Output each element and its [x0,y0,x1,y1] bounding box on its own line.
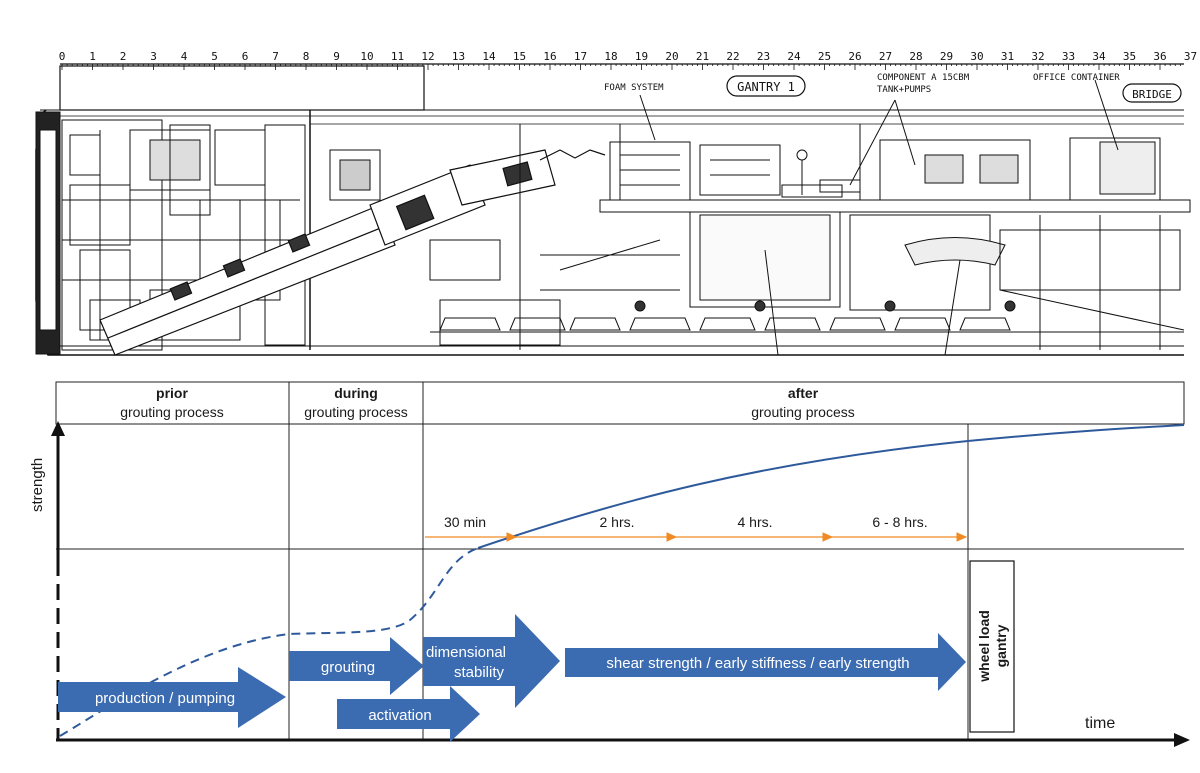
strength-curve-late [477,424,1185,549]
scale-tick-label: 23 [757,50,770,63]
bridge-badge [1122,83,1182,103]
scale-tick-label: 1 [89,50,96,63]
foam-system-label: FOAM SYSTEM [604,83,664,93]
scale-tick-label: 30 [970,50,983,63]
dimensional-stability-arrow [423,614,560,708]
scale-tick-label: 5 [211,50,218,63]
scale-tick-label: 36 [1153,50,1166,63]
scale-tick-label: 15 [513,50,526,63]
process-arrows: production / pumping grouting activation… [58,614,966,742]
scale-tick-label: 16 [543,50,556,63]
scale-tick-label: 3 [150,50,157,63]
activation-label: activation [368,707,431,724]
leader-lines [639,79,1119,186]
activation-arrow [337,686,480,742]
x-axis-arrowhead [1174,733,1190,747]
scale-tick-label: 13 [452,50,465,63]
scale-tick-label: 26 [848,50,861,63]
dimensional-label-line1: dimensional [426,644,506,661]
scale-tick-label: 33 [1062,50,1075,63]
scale-tick-label: 20 [665,50,678,63]
phase-prior-title: prior [156,385,188,401]
scale-tick-label: 19 [635,50,648,63]
scale-tick-label: 37 [1184,50,1197,63]
component-label-line2: TANK+PUMPS [877,85,931,95]
production-arrow [58,667,286,728]
scale-tick-label: 8 [303,50,310,63]
dimensional-label-line2: stability [454,664,505,681]
cutterhead-frame [59,65,425,111]
scale-tick-label: 14 [482,50,496,63]
process-diagram: prior grouting process during grouting p… [29,381,1190,747]
phase-during-title: during [334,385,378,401]
scale-tick-label: 9 [333,50,340,63]
scale-tick-label: 17 [574,50,587,63]
milestone-2hrs: 2 hrs. [599,514,634,530]
backup-machinery [329,124,1191,356]
phase-header [55,381,1185,425]
y-axis-arrowhead [51,421,65,436]
phase-prior-sub: grouting process [120,404,224,420]
grouting-label: grouting [321,659,375,676]
milestone-4hrs: 4 hrs. [737,514,772,530]
scale-tick-label: 27 [879,50,892,63]
grouting-arrow [289,637,424,695]
milestone-30min: 30 min [444,514,486,530]
scale-tick-label: 25 [818,50,831,63]
wheel-load-label-line2: gantry [993,624,1009,667]
scale-tick-label: 21 [696,50,709,63]
time-milestones: 30 min 2 hrs. 4 hrs. 6 - 8 hrs. [425,514,968,542]
office-container-label: OFFICE CONTAINER [1033,73,1120,83]
component-label-line1: COMPONENT A 15CBM [877,73,970,83]
scale-tick-label: 31 [1001,50,1014,63]
y-axis-label: strength [29,458,46,512]
scale-tick-label: 6 [242,50,249,63]
wheel-load-box [969,560,1015,733]
scale-tick-label: 32 [1031,50,1044,63]
scale-tick-label: 2 [120,50,127,63]
wheel-load-label-line1: wheel load [976,610,992,683]
front-shield [35,110,311,355]
phase-during-sub: grouting process [304,404,408,420]
scale-tick-label: 11 [391,50,404,63]
scale-tick-label: 28 [909,50,922,63]
segment-carriers [430,300,1184,333]
erector-arm [99,149,606,356]
scale-tick-label: 35 [1123,50,1136,63]
production-label: production / pumping [95,690,235,707]
scale-tick-label: 4 [181,50,188,63]
scale-tick-label: 29 [940,50,953,63]
scale-tick-label: 10 [360,50,373,63]
scale-tick-label: 0 [59,50,66,63]
gantry-label: GANTRY 1 [737,80,795,94]
phase-after-sub: grouting process [751,404,855,420]
scale-tick-label: 7 [272,50,279,63]
scale-tick-label: 34 [1092,50,1106,63]
milestone-6-8hrs: 6 - 8 hrs. [872,514,927,530]
scale-tick-label: 22 [726,50,739,63]
shear-strength-arrow [565,633,966,691]
scale-tick-label: 12 [421,50,434,63]
x-axis-label: time [1085,715,1115,732]
bridge-label: BRIDGE [1132,88,1172,101]
shear-strength-label: shear strength / early stiffness / early… [606,655,909,672]
scale-tick-label: 24 [787,50,801,63]
phase-after-title: after [788,385,819,401]
gantry-badge [726,75,806,97]
scale-tick-label: 18 [604,50,617,63]
